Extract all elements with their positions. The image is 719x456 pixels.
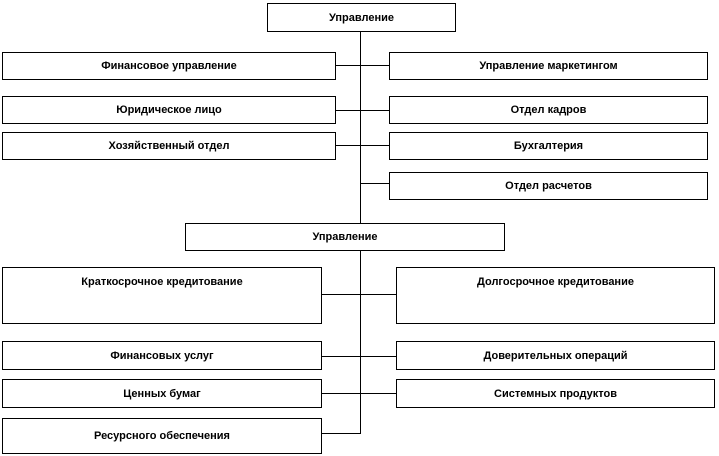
node-financial-services: Финансовых услуг xyxy=(2,341,322,370)
connector-securities-line xyxy=(321,393,397,394)
node-household-dept: Хозяйственный отдел xyxy=(2,132,336,160)
connector-services-line xyxy=(321,356,397,357)
node-resource-support: Ресурсного обеспечения xyxy=(2,418,322,454)
lower-trunk-line xyxy=(360,251,361,434)
node-long-term-credit: Долгосрочное кредитование xyxy=(396,267,715,324)
node-trust-operations: Доверительных операций xyxy=(396,341,715,370)
node-system-products: Системных продуктов xyxy=(396,379,715,408)
connector-resources-line xyxy=(321,433,361,434)
connector-household-line xyxy=(335,145,389,146)
lower-root-box: Управление xyxy=(185,223,505,251)
connector-credit-line xyxy=(321,294,397,295)
connector-legal-line xyxy=(335,110,389,111)
node-short-term-credit: Краткосрочное кредитование xyxy=(2,267,322,324)
upper-root-box: Управление xyxy=(267,3,456,32)
node-accounting: Бухгалтерия xyxy=(389,132,708,160)
node-securities: Ценных бумаг xyxy=(2,379,322,408)
node-legal-entity: Юридическое лицо xyxy=(2,96,336,124)
upper-trunk-line xyxy=(360,31,361,223)
connector-finance-line xyxy=(335,65,389,66)
node-settlements-dept: Отдел расчетов xyxy=(389,172,708,200)
node-finance-management: Финансовое управление xyxy=(2,52,336,80)
node-hr-dept: Отдел кадров xyxy=(389,96,708,124)
node-marketing-management: Управление маркетингом xyxy=(389,52,708,80)
connector-settlements-line xyxy=(360,183,389,184)
